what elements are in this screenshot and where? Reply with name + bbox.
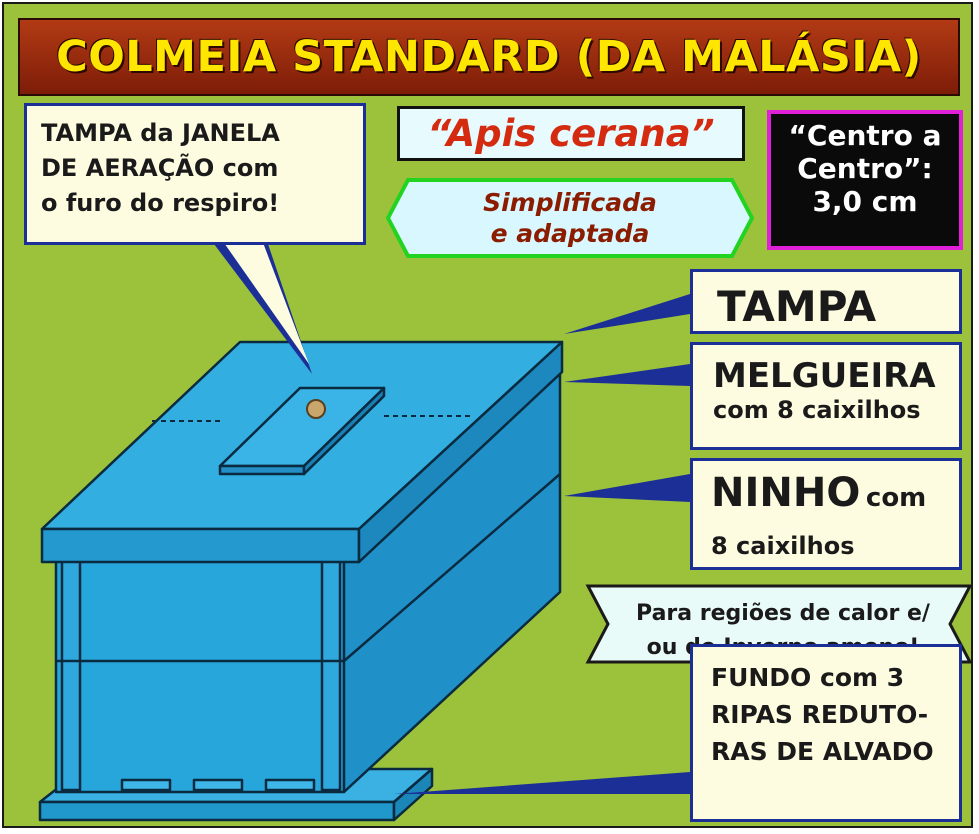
leader-melgueira xyxy=(564,364,690,386)
simplified-line: e adaptada xyxy=(490,219,650,248)
lid-front xyxy=(40,527,361,564)
reducer-strip xyxy=(192,778,244,792)
center-value: 3,0 cm xyxy=(812,185,918,218)
ninho-title: NINHO xyxy=(711,470,861,516)
diagram-title: COLMEIA STANDARD (DA MALÁSIA) xyxy=(56,32,922,82)
label-tampa: TAMPA xyxy=(690,269,962,334)
leader-ninho xyxy=(564,474,690,502)
bottom-board-side xyxy=(392,767,434,822)
hive-illustration xyxy=(38,240,690,822)
leader-tampa xyxy=(564,294,690,334)
melgueira-sub: com 8 caixilhos xyxy=(713,396,921,424)
vent-cover-side xyxy=(302,386,386,476)
lid-side xyxy=(357,340,564,564)
simplified-badge xyxy=(386,178,754,258)
ninho-suffix: com xyxy=(865,483,927,513)
ninho-sub: 8 caixilhos xyxy=(711,532,855,560)
bottom-board-front xyxy=(38,800,396,822)
label-melgueira: MELGUEIRA com 8 caixilhos xyxy=(690,342,962,450)
hive-body-front xyxy=(54,557,346,794)
leader-fundo xyxy=(394,772,690,794)
vent-cover-front xyxy=(218,464,306,476)
label-fundo: FUNDO com 3 RIPAS REDUTO- RAS DE ALVADO xyxy=(690,644,962,822)
melgueira-title: MELGUEIRA xyxy=(713,356,936,396)
reducer-strip xyxy=(264,778,316,792)
center-line: “Centro a xyxy=(788,119,942,152)
callout-line: DE AERAÇÃO com xyxy=(41,154,279,182)
simplified-text: Simplificada e adaptada xyxy=(406,187,734,249)
center-line: Centro”: xyxy=(797,152,933,185)
title-banner: COLMEIA STANDARD (DA MALÁSIA) xyxy=(18,18,960,96)
label-ninho: NINHO com 8 caixilhos xyxy=(690,458,962,570)
climate-note-badge xyxy=(585,584,971,664)
fundo-line: RAS DE ALVADO xyxy=(711,737,934,766)
vent-cover-callout: TAMPA da JANELA DE AERAÇÃO com o furo do… xyxy=(24,103,366,245)
vent-hole xyxy=(306,399,326,419)
fundo-line: RIPAS REDUTO- xyxy=(711,700,929,729)
front-post-left xyxy=(60,557,82,792)
callout-pointer xyxy=(214,244,312,374)
front-post-right xyxy=(320,557,342,792)
reducer-strip xyxy=(120,778,172,792)
species-label: “Apis cerana” xyxy=(397,106,745,161)
fundo-line: FUNDO com 3 xyxy=(711,663,905,692)
callout-line: o furo do respiro! xyxy=(41,189,280,217)
center-spacing-box: “Centro a Centro”: 3,0 cm xyxy=(767,110,963,250)
callout-line: TAMPA da JANELA xyxy=(41,119,280,147)
simplified-line: Simplificada xyxy=(483,188,657,217)
climate-line: Para regiões de calor e/ xyxy=(636,601,930,626)
